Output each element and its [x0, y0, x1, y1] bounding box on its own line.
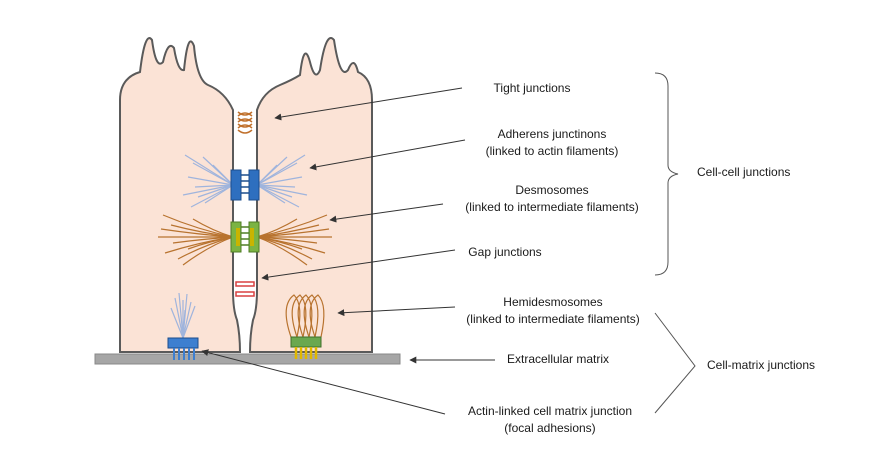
- filament: [256, 176, 303, 186]
- filament: [303, 294, 319, 338]
- filament: [285, 294, 301, 338]
- label-cell-matrix-junctions: Cell-matrix junctions: [707, 358, 816, 372]
- filament: [309, 294, 325, 338]
- filament: [256, 218, 298, 238]
- label-cell-cell-junctions: Cell-cell junctions: [697, 165, 791, 179]
- tight-junction: [237, 111, 253, 134]
- desmosome: [230, 221, 260, 253]
- cell-matrix-bracket: [654, 312, 696, 414]
- filament: [256, 164, 278, 186]
- label-adherens-junctions: Adherens junctinons (linked to actin fil…: [485, 127, 619, 158]
- filament: [160, 228, 234, 238]
- filament: [170, 307, 184, 339]
- label-extracellular-matrix: Extracellular matrix: [506, 352, 610, 366]
- actin-filaments-focal: [170, 292, 196, 339]
- filament: [212, 164, 234, 186]
- arrow-hemidesmosomes: [337, 306, 456, 317]
- label-gap-junctions: Gap junctions: [468, 245, 542, 259]
- filament: [182, 236, 234, 266]
- filament: [291, 294, 307, 338]
- focal-adhesion: [167, 337, 199, 360]
- arrow-tight: [274, 87, 463, 121]
- arrow-adherens: [309, 139, 466, 171]
- filament: [182, 309, 186, 339]
- left-cell: [119, 37, 242, 353]
- filament: [256, 184, 300, 208]
- filament: [182, 305, 196, 339]
- filament: [187, 176, 234, 186]
- filament: [192, 218, 234, 238]
- filament: [256, 228, 330, 238]
- actin-filaments-adherens: [182, 154, 308, 208]
- filament: [256, 162, 298, 186]
- gap-junction: [235, 281, 255, 297]
- filament: [194, 184, 234, 188]
- extracellular-matrix-bar: [94, 353, 401, 365]
- cell-cell-bracket: [654, 72, 679, 276]
- filament: [256, 184, 296, 188]
- filament: [187, 236, 234, 250]
- filament: [256, 236, 303, 250]
- filament: [197, 184, 234, 198]
- filament: [256, 184, 293, 198]
- arrow-focal: [201, 349, 446, 415]
- arrow-gap: [261, 249, 456, 281]
- adherens-junction: [230, 169, 260, 201]
- intermediate-filaments-desmosome: [158, 214, 332, 266]
- hemidesmosome: [290, 336, 322, 359]
- label-desmosomes: Desmosomes (linked to intermediate filam…: [465, 183, 639, 214]
- filament: [192, 162, 234, 186]
- label-tight-junctions: Tight junctions: [493, 81, 571, 95]
- filament: [182, 184, 234, 196]
- filament: [297, 294, 313, 338]
- intermediate-filaments-hemidesmosome: [285, 294, 325, 338]
- label-focal-adhesions: Actin-linked cell matrix junction (focal…: [467, 404, 633, 435]
- arrow-desmosomes: [329, 203, 444, 223]
- label-hemidesmosomes: Hemidesmosomes (linked to intermediate f…: [466, 295, 640, 326]
- filament: [190, 184, 234, 208]
- filament: [256, 236, 308, 266]
- filament: [256, 184, 308, 196]
